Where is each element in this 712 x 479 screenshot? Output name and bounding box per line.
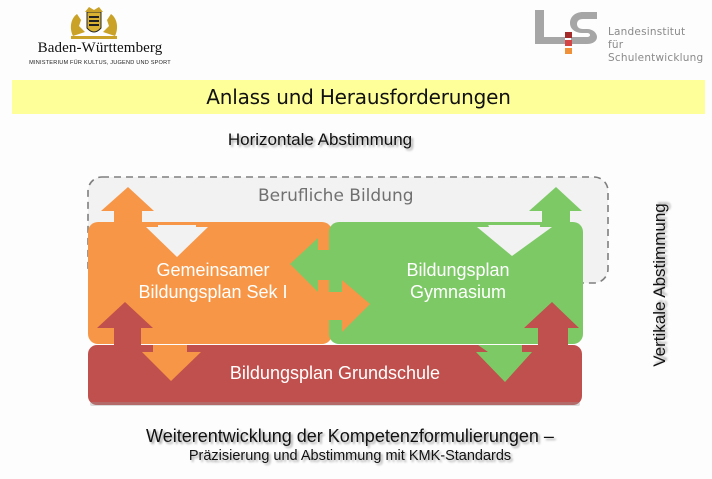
sek1-label-line1: Gemeinsamer (156, 260, 270, 280)
gymnasium-label-line1: Bildungsplan (406, 260, 510, 280)
footer-line1: Weiterentwicklung der Kompetenzformulier… (146, 426, 554, 446)
lis-name: Landesinstitut für Schulentwicklung (608, 26, 710, 65)
lis-name-line2: für Schulentwicklung (608, 39, 704, 64)
grundschule-box (88, 345, 582, 405)
arrow-down-orange-icon (142, 345, 201, 381)
gymnasium-label: Bildungsplan Gymnasium (372, 259, 544, 303)
grundschule-label: Bildungsplan Grundschule (229, 363, 441, 383)
vocational-education-label: Berufliche Bildung (258, 186, 414, 206)
arrow-up-red-left-icon (97, 302, 153, 345)
footer-line2: Präzisierung und Abstimmung mit KMK-Stan… (188, 448, 512, 464)
lis-name-line1: Landesinstitut (608, 26, 686, 38)
coat-of-arms-icon (70, 7, 118, 39)
horizontal-alignment-label: Horizontale Abstimmung (227, 130, 413, 149)
baden-wuerttemberg-logo: Baden-Württemberg MINISTERIUM FÜR KULTUS… (10, 4, 190, 70)
ls-logo-mark-icon (535, 10, 597, 54)
arrow-down-green-icon (476, 345, 532, 382)
title-banner: Anlass und Herausforderungen (12, 80, 705, 114)
ministry-name: MINISTERIUM FÜR KULTUS, JUGEND UND SPORT (29, 60, 171, 66)
arrow-down-white-right-icon (477, 222, 552, 256)
page-title: Anlass und Herausforderungen (206, 85, 511, 109)
arrow-up-red-right-icon (524, 302, 579, 345)
sek1-box (88, 222, 332, 344)
state-name: Baden-Württemberg (37, 40, 163, 56)
arrow-up-green-icon (529, 187, 582, 222)
vertical-alignment-label: Vertikale Abstimmung (650, 203, 669, 367)
sek1-label: Gemeinsamer Bildungsplan Sek I (95, 259, 331, 303)
arrow-up-orange-icon (101, 187, 154, 222)
arrow-down-white-left-icon (145, 222, 208, 257)
arrow-right-orange-icon (320, 280, 370, 332)
gymnasium-label-line2: Gymnasium (409, 282, 507, 302)
sek1-label-line2: Bildungsplan Sek I (138, 282, 288, 302)
arrow-left-green-icon (290, 238, 340, 292)
gymnasium-box (329, 222, 583, 344)
lis-logo: Landesinstitut für Schulentwicklung (535, 10, 710, 64)
